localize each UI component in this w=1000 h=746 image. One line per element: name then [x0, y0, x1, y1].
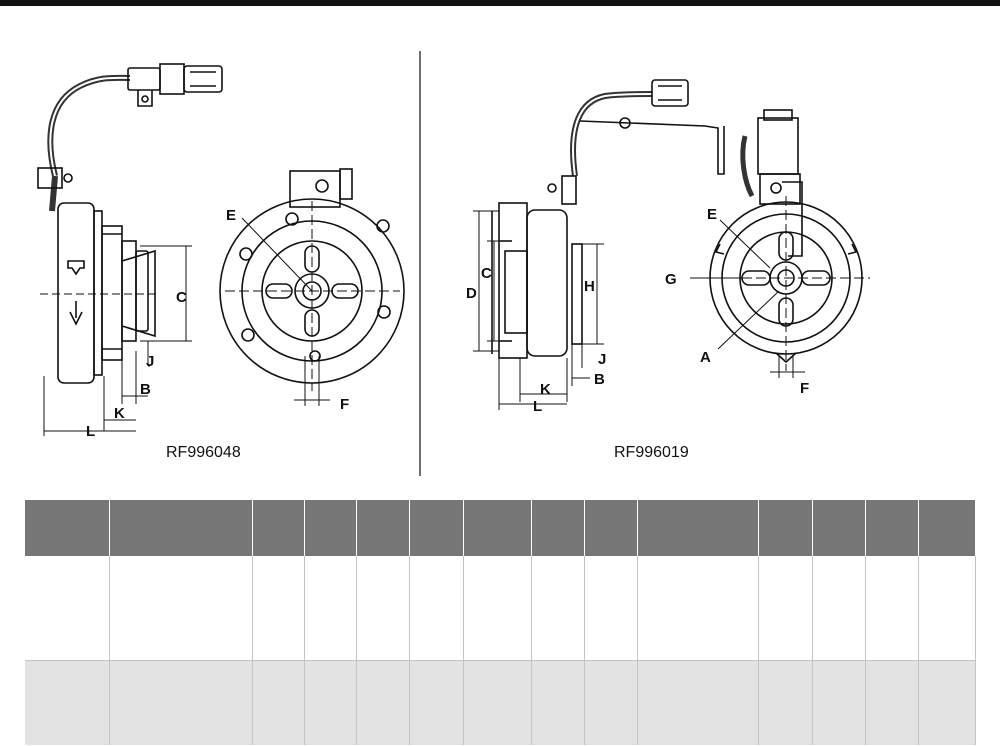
right-label-c: C: [481, 265, 492, 282]
table-cell: [463, 660, 532, 745]
table-cell: [252, 556, 305, 661]
table-cell: [531, 660, 585, 745]
table-header-cell: [812, 500, 866, 556]
table-row: [25, 556, 976, 661]
left-label-b: B: [140, 381, 151, 398]
table-cell: [812, 660, 866, 745]
right-label-b: B: [594, 371, 605, 388]
table-cell: [918, 660, 976, 745]
table-cell: [252, 660, 305, 745]
table-cell: [304, 660, 357, 745]
table-header-cell: [758, 500, 813, 556]
table-cell: [25, 556, 110, 661]
table-cell: [918, 556, 976, 661]
left-label-c: C: [176, 289, 187, 306]
table-cell: [637, 660, 759, 745]
left-front-view: [219, 168, 405, 406]
spec-table: [25, 500, 976, 745]
spec-table-wrapper: [25, 500, 976, 745]
table-header-cell: [25, 500, 110, 556]
table-cell: [531, 556, 585, 661]
table-header-cell: [637, 500, 759, 556]
right-label-g: G: [665, 271, 677, 288]
table-cell: [109, 556, 253, 661]
table-header-cell: [463, 500, 532, 556]
table-header-cell: [304, 500, 357, 556]
left-label-j: J: [146, 353, 154, 370]
table-cell: [109, 660, 253, 745]
table-cell: [865, 556, 919, 661]
drawing-canvas: C E F J B K L RF996048 C D H J B K L E G…: [37, 51, 870, 476]
table-cell: [865, 660, 919, 745]
table-cell: [637, 556, 759, 661]
table-cell: [758, 660, 813, 745]
table-cell: [758, 556, 813, 661]
right-label-l: L: [533, 398, 542, 415]
table-header-cell: [531, 500, 585, 556]
right-figure-caption: RF996019: [614, 444, 689, 461]
right-label-h: H: [584, 278, 595, 295]
table-header-cell: [252, 500, 305, 556]
fan-clutch-technical-drawings: C E F J B K L RF996048 C D H J B K L E G…: [0, 6, 1000, 486]
table-cell: [409, 556, 464, 661]
left-figure-caption: RF996048: [166, 444, 241, 461]
right-label-f: F: [800, 380, 809, 397]
right-side-view: [473, 79, 725, 410]
right-label-j: J: [598, 351, 606, 368]
right-front-view: [690, 109, 870, 378]
right-label-k: K: [540, 381, 551, 398]
left-label-l: L: [86, 423, 95, 440]
right-label-e: E: [707, 206, 717, 223]
table-cell: [304, 556, 357, 661]
left-label-k: K: [114, 405, 125, 422]
table-cell: [584, 660, 638, 745]
table-cell: [812, 556, 866, 661]
table-header-cell: [109, 500, 253, 556]
table-cell: [356, 660, 410, 745]
left-label-f: F: [340, 396, 349, 413]
right-label-d: D: [466, 285, 477, 302]
top-border-bar: [0, 0, 1000, 6]
table-header-cell: [584, 500, 638, 556]
table-row: [25, 660, 976, 745]
table-cell: [25, 660, 110, 745]
right-label-a: A: [700, 349, 711, 366]
table-cell: [356, 556, 410, 661]
table-cell: [584, 556, 638, 661]
table-cell: [409, 660, 464, 745]
table-header-cell: [865, 500, 919, 556]
table-header-row: [25, 500, 976, 556]
table-cell: [463, 556, 532, 661]
table-header-cell: [918, 500, 976, 556]
left-side-view: [37, 63, 223, 436]
table-header-cell: [356, 500, 410, 556]
left-label-e: E: [226, 207, 236, 224]
table-header-cell: [409, 500, 464, 556]
